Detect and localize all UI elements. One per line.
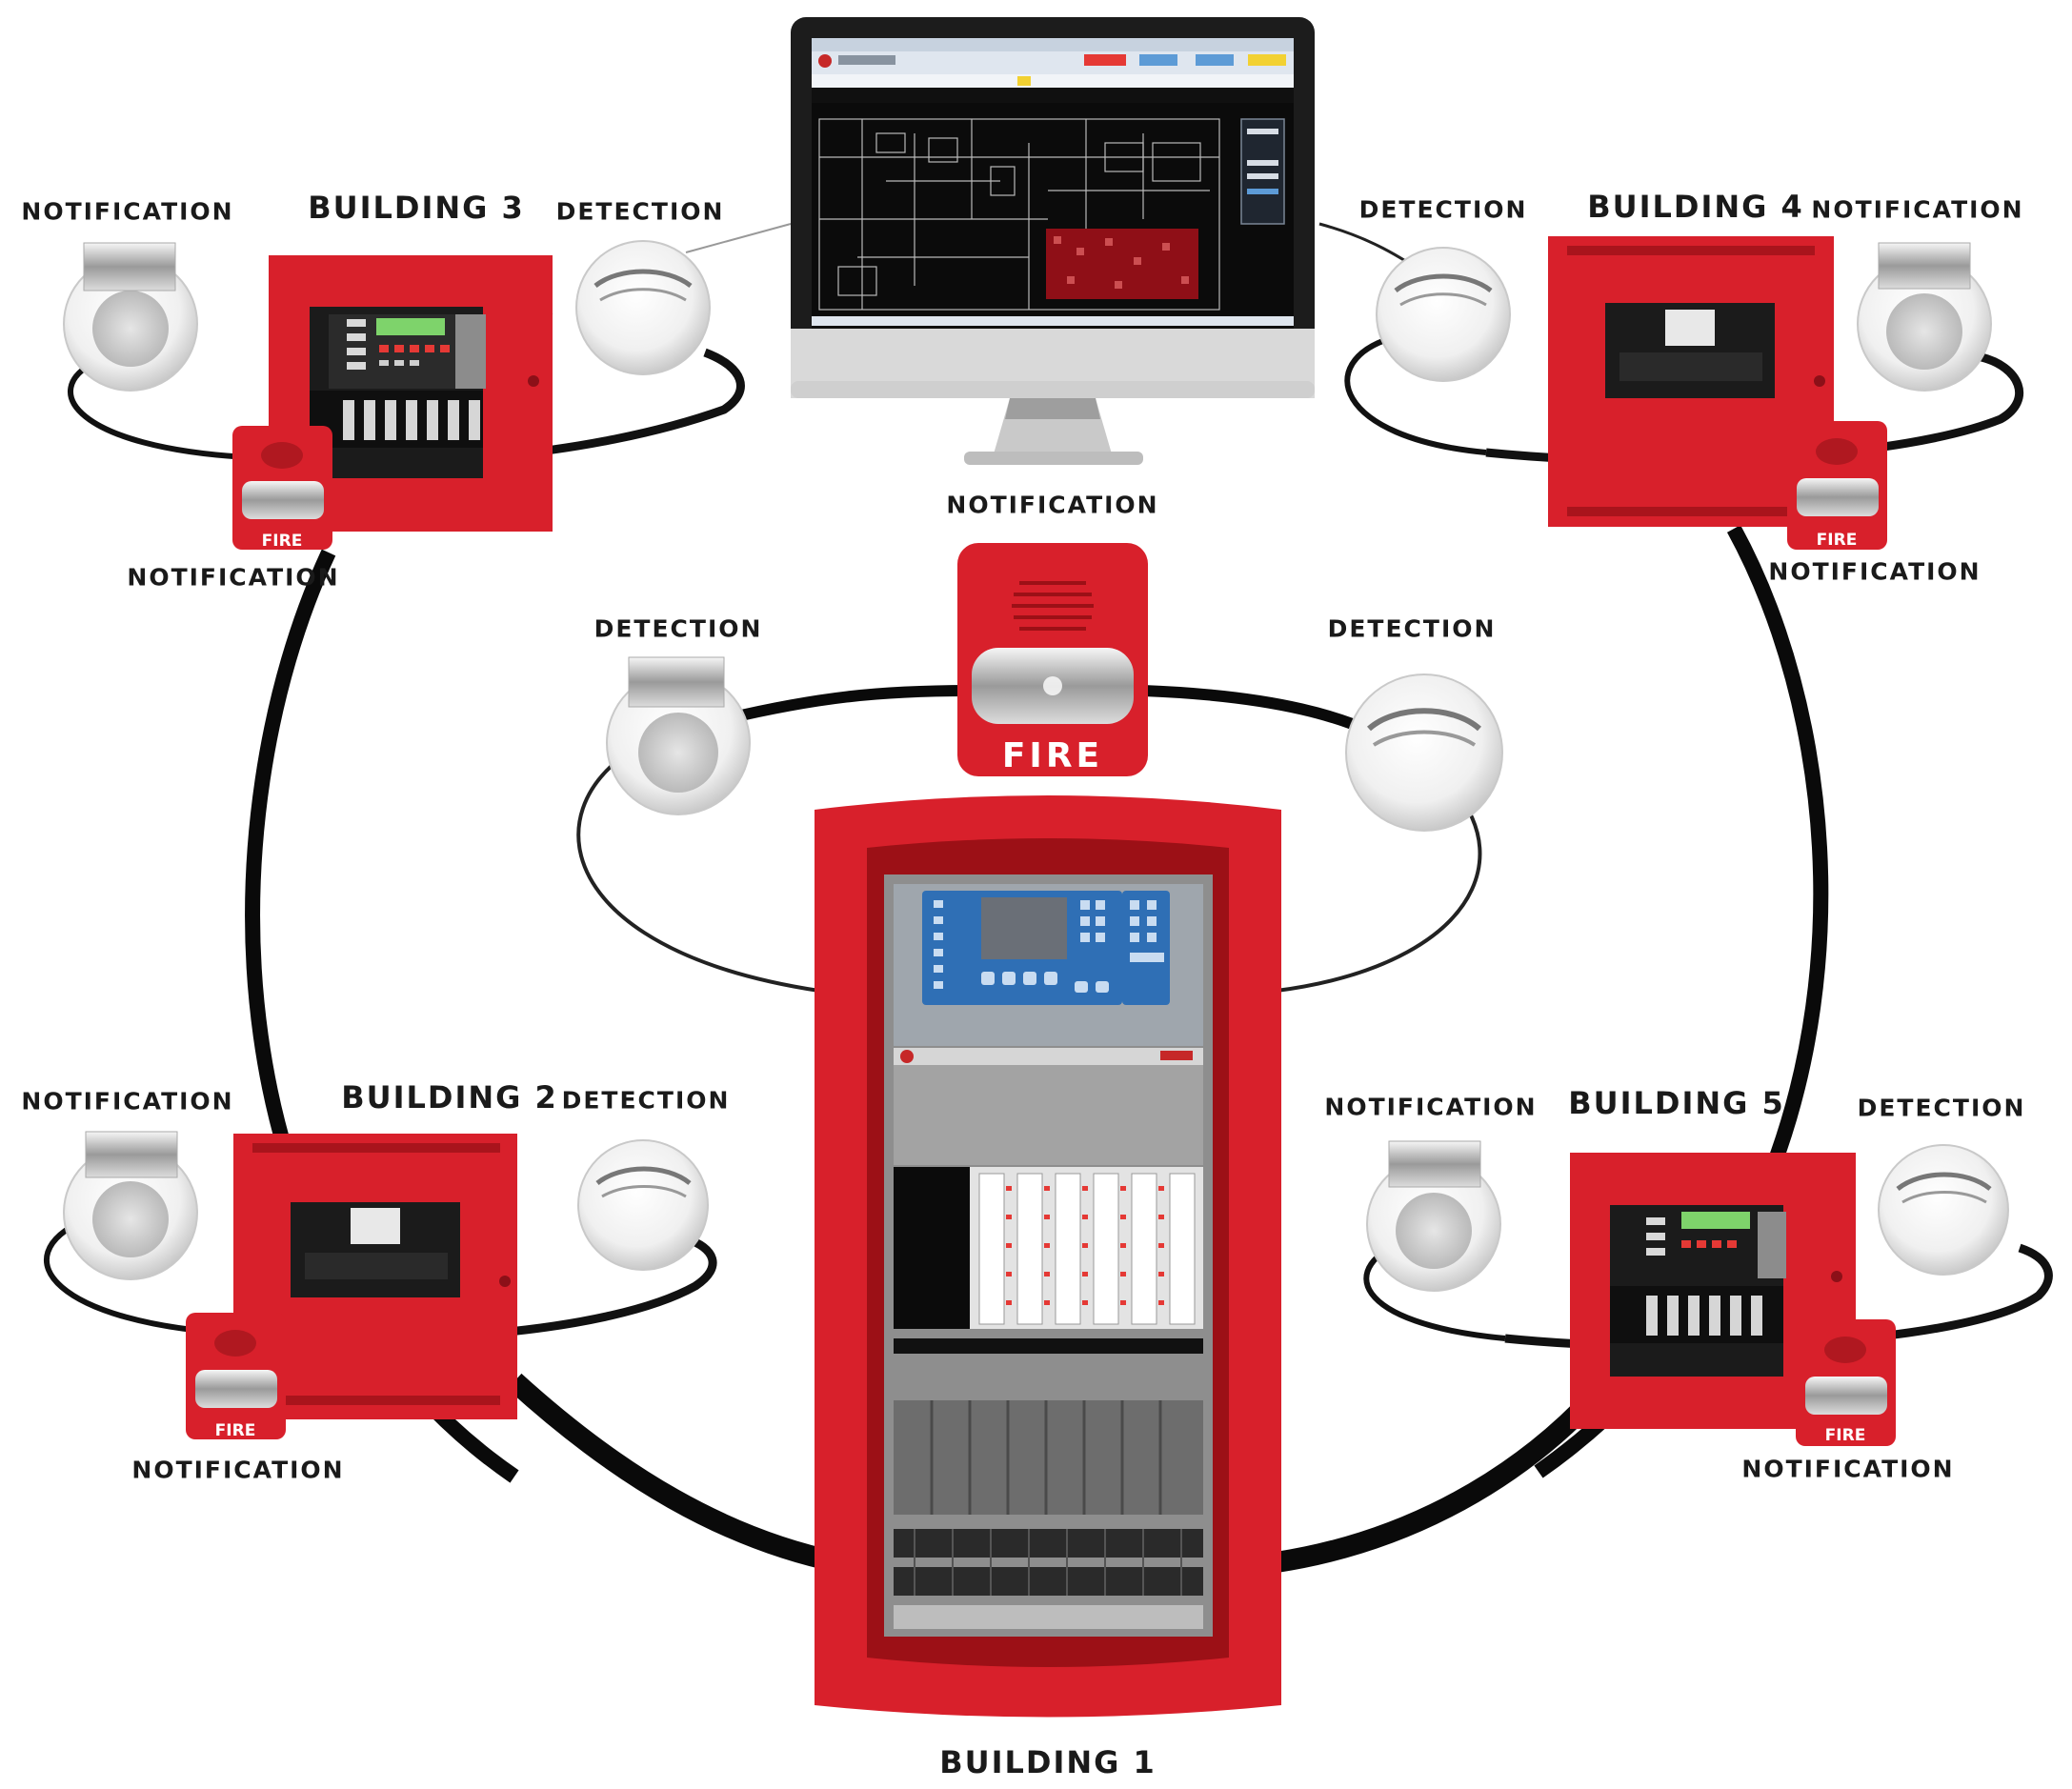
building-3-notification-horn: FIRE	[232, 426, 332, 551]
building-2-smoke-detector	[577, 1139, 709, 1271]
fire-text: FIRE	[1817, 531, 1858, 550]
building-4-speaker-strobe	[1857, 242, 1992, 392]
building-5-smoke-detector	[1878, 1144, 2009, 1276]
fire-text: FIRE	[215, 1421, 256, 1440]
building-4-label: BUILDING 4	[1587, 189, 1804, 225]
building-5-panel	[1570, 1153, 1856, 1429]
building-3-label: BUILDING 3	[308, 190, 525, 226]
b4-detection-label: DETECTION	[1358, 195, 1528, 224]
b3-detection-label: DETECTION	[555, 197, 725, 226]
b2-notification-label: NOTIFICATION	[21, 1087, 234, 1116]
b2-notification-bottom-label: NOTIFICATION	[131, 1456, 345, 1484]
b2-detection-label: DETECTION	[561, 1086, 731, 1115]
b5-notification-bottom-label: NOTIFICATION	[1741, 1455, 1955, 1483]
building-4-panel	[1548, 236, 1834, 527]
building-1-smoke-detector	[1345, 673, 1503, 832]
fire-text: FIRE	[1002, 736, 1103, 775]
workstation-monitor	[791, 17, 1315, 465]
building-3-smoke-detector	[575, 240, 711, 375]
building-1-label: BUILDING 1	[939, 1744, 1157, 1780]
building-2-label: BUILDING 2	[341, 1079, 558, 1116]
building-1-main-panel	[815, 795, 1281, 1718]
b4-notification-label: NOTIFICATION	[1811, 195, 2024, 224]
building-1-notification-horn: FIRE	[957, 543, 1148, 776]
building-1-speaker-strobe	[606, 656, 751, 815]
b3-notification-bottom-label: NOTIFICATION	[127, 563, 340, 592]
b4-notification-bottom-label: NOTIFICATION	[1768, 557, 1981, 586]
building-4-notification-horn: FIRE	[1787, 421, 1887, 550]
b1-detection-right-label: DETECTION	[1327, 614, 1497, 643]
b5-detection-label: DETECTION	[1857, 1094, 2026, 1122]
b1-notification-label: NOTIFICATION	[946, 491, 1159, 519]
fire-text: FIRE	[262, 532, 303, 551]
building-2-speaker-strobe	[63, 1131, 198, 1280]
fire-text: FIRE	[1825, 1426, 1866, 1445]
building-5-speaker-strobe	[1366, 1140, 1501, 1292]
building-5-notification-horn: FIRE	[1796, 1319, 1896, 1446]
building-4-smoke-detector	[1376, 247, 1511, 382]
building-2-notification-horn: FIRE	[186, 1313, 286, 1440]
building-3-speaker-strobe	[63, 242, 198, 392]
b1-detection-left-label: DETECTION	[593, 614, 763, 643]
building-5-label: BUILDING 5	[1568, 1085, 1785, 1121]
b3-notification-label: NOTIFICATION	[21, 197, 234, 226]
b5-notification-label: NOTIFICATION	[1324, 1093, 1538, 1121]
